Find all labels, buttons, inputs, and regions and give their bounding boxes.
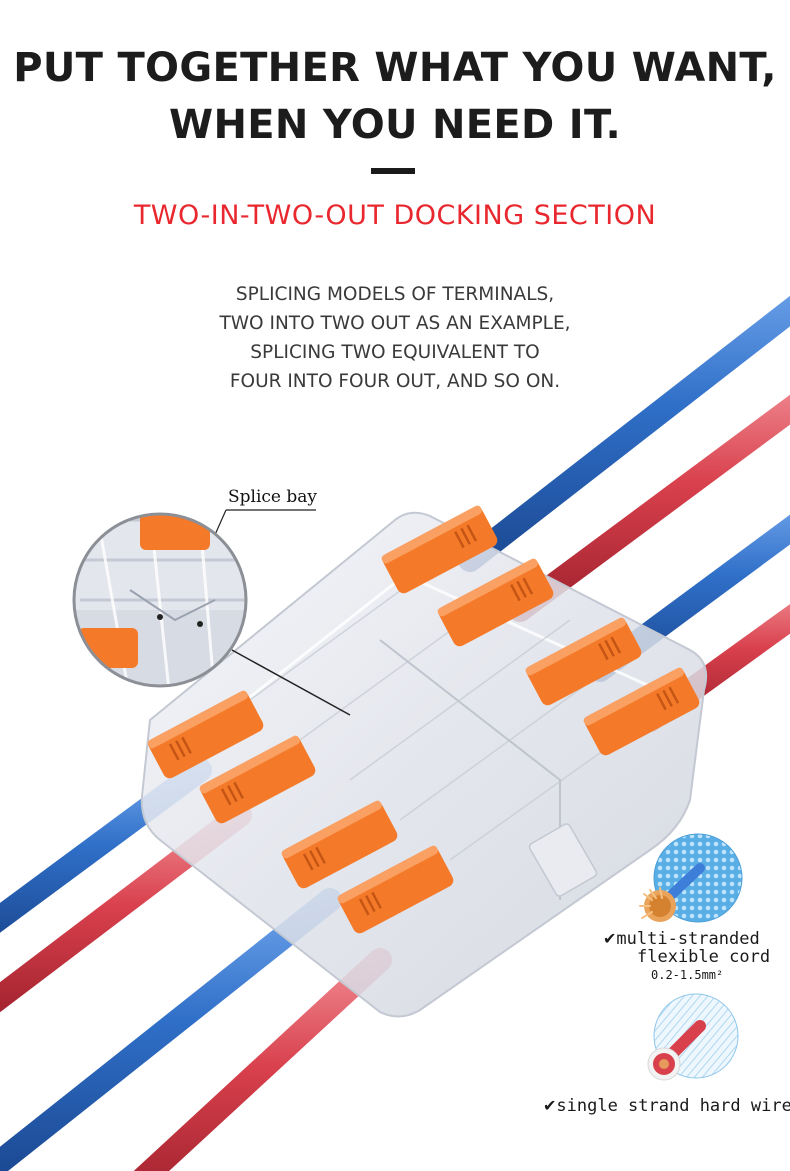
wire-blue-right-1 xyxy=(458,295,790,572)
lever-top-4 xyxy=(583,667,700,756)
lever-top-3 xyxy=(525,617,642,706)
legend-stranded-line-2: flexible cord xyxy=(637,947,771,967)
splice-bay-magnifier xyxy=(72,509,351,716)
section-subtitle: TWO-IN-TWO-OUT DOCKING SECTION xyxy=(133,200,657,231)
description-line-1: SPLICING MODELS OF TERMINALS, xyxy=(235,284,555,305)
check-icon: ✔ xyxy=(603,929,617,948)
magnifier-leader-line xyxy=(231,649,351,716)
legend-solid: ✔single strand hard wire xyxy=(543,1096,790,1116)
lever-bottom-1 xyxy=(147,690,264,779)
solid-wire-end-icon xyxy=(647,1020,706,1081)
description: SPLICING MODELS OF TERMINALS, TWO INTO T… xyxy=(0,280,790,396)
legend-stranded: ✔multi-stranded flexible cord 0.2-1.5mm² xyxy=(603,930,770,984)
headline: PUT TOGETHER WHAT YOU WANT, WHEN YOU NEE… xyxy=(0,40,790,154)
wire-blue-left-2 xyxy=(0,888,342,1171)
legend-stranded-spec: 0.2-1.5mm² xyxy=(651,968,724,982)
stranded-pattern-circle xyxy=(654,834,742,922)
lever-bottom-4 xyxy=(337,845,454,934)
lever-top-2 xyxy=(437,558,554,647)
title-divider xyxy=(371,168,415,174)
check-icon: ✔ xyxy=(543,1096,557,1115)
description-line-4: FOUR INTO FOUR OUT, AND SO ON. xyxy=(229,371,561,392)
legend-stranded-line-1: multi-stranded xyxy=(616,929,760,949)
wire-red-left-2 xyxy=(133,948,392,1171)
magnifier-ring xyxy=(72,512,248,688)
stranded-wire-end-icon xyxy=(639,863,705,922)
headline-line-2: WHEN YOU NEED IT. xyxy=(169,102,621,148)
lever-top-1 xyxy=(381,505,498,594)
splice-bay-label: Splice bay xyxy=(228,487,318,507)
solid-wire-swatch xyxy=(647,993,739,1081)
headline-line-1: PUT TOGETHER WHAT YOU WANT, xyxy=(13,45,777,91)
lever-bottom-3 xyxy=(281,800,398,889)
legend-solid-label: single strand hard wire xyxy=(556,1096,790,1116)
orange-levers xyxy=(147,505,700,934)
lever-bottom-2 xyxy=(199,735,316,824)
wire-red-right-1 xyxy=(508,394,790,622)
description-line-2: TWO INTO TWO OUT AS AN EXAMPLE, xyxy=(219,313,571,334)
stranded-wire-swatch xyxy=(639,833,743,923)
description-line-3: SPLICING TWO EQUIVALENT TO xyxy=(250,342,540,363)
